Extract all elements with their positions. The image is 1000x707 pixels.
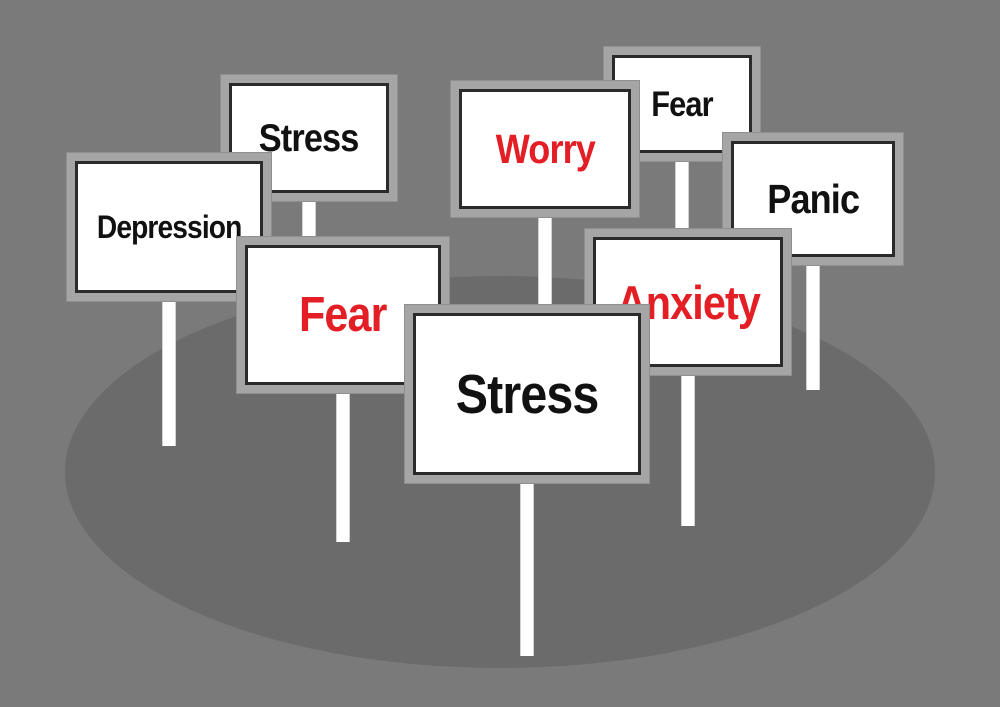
sign-frame: Depression: [66, 152, 272, 302]
sign-post: [162, 302, 176, 446]
sign-label: Fear: [651, 84, 713, 124]
sign-frame: Worry: [450, 80, 640, 218]
sign-panel: Stress: [413, 313, 641, 475]
sign-label: Fear: [299, 287, 387, 342]
sign-panel: Depression: [75, 161, 263, 293]
sign-post: [336, 394, 350, 542]
sign-panic: Panic: [722, 132, 904, 390]
sign-stress-front: Stress: [404, 304, 650, 656]
sign-frame: Anxiety: [584, 228, 792, 376]
sign-frame: Panic: [722, 132, 904, 266]
sign-depression: Depression: [66, 152, 272, 446]
sign-panel: Panic: [731, 141, 895, 257]
sign-label: Panic: [767, 175, 860, 222]
sign-panel: Worry: [459, 89, 631, 209]
sign-post: [806, 266, 820, 390]
sign-label: Worry: [495, 125, 595, 172]
sign-anxiety: Anxiety: [584, 228, 792, 526]
sign-post: [538, 218, 552, 306]
sign-frame: Stress: [404, 304, 650, 484]
sign-post: [681, 376, 695, 526]
sign-worry: Worry: [450, 80, 640, 306]
sign-label: Stress: [455, 362, 600, 425]
sign-panel: Stress: [229, 83, 389, 193]
sign-post: [520, 484, 534, 656]
sign-label: Depression: [96, 209, 242, 245]
sign-label: Stress: [259, 116, 360, 160]
